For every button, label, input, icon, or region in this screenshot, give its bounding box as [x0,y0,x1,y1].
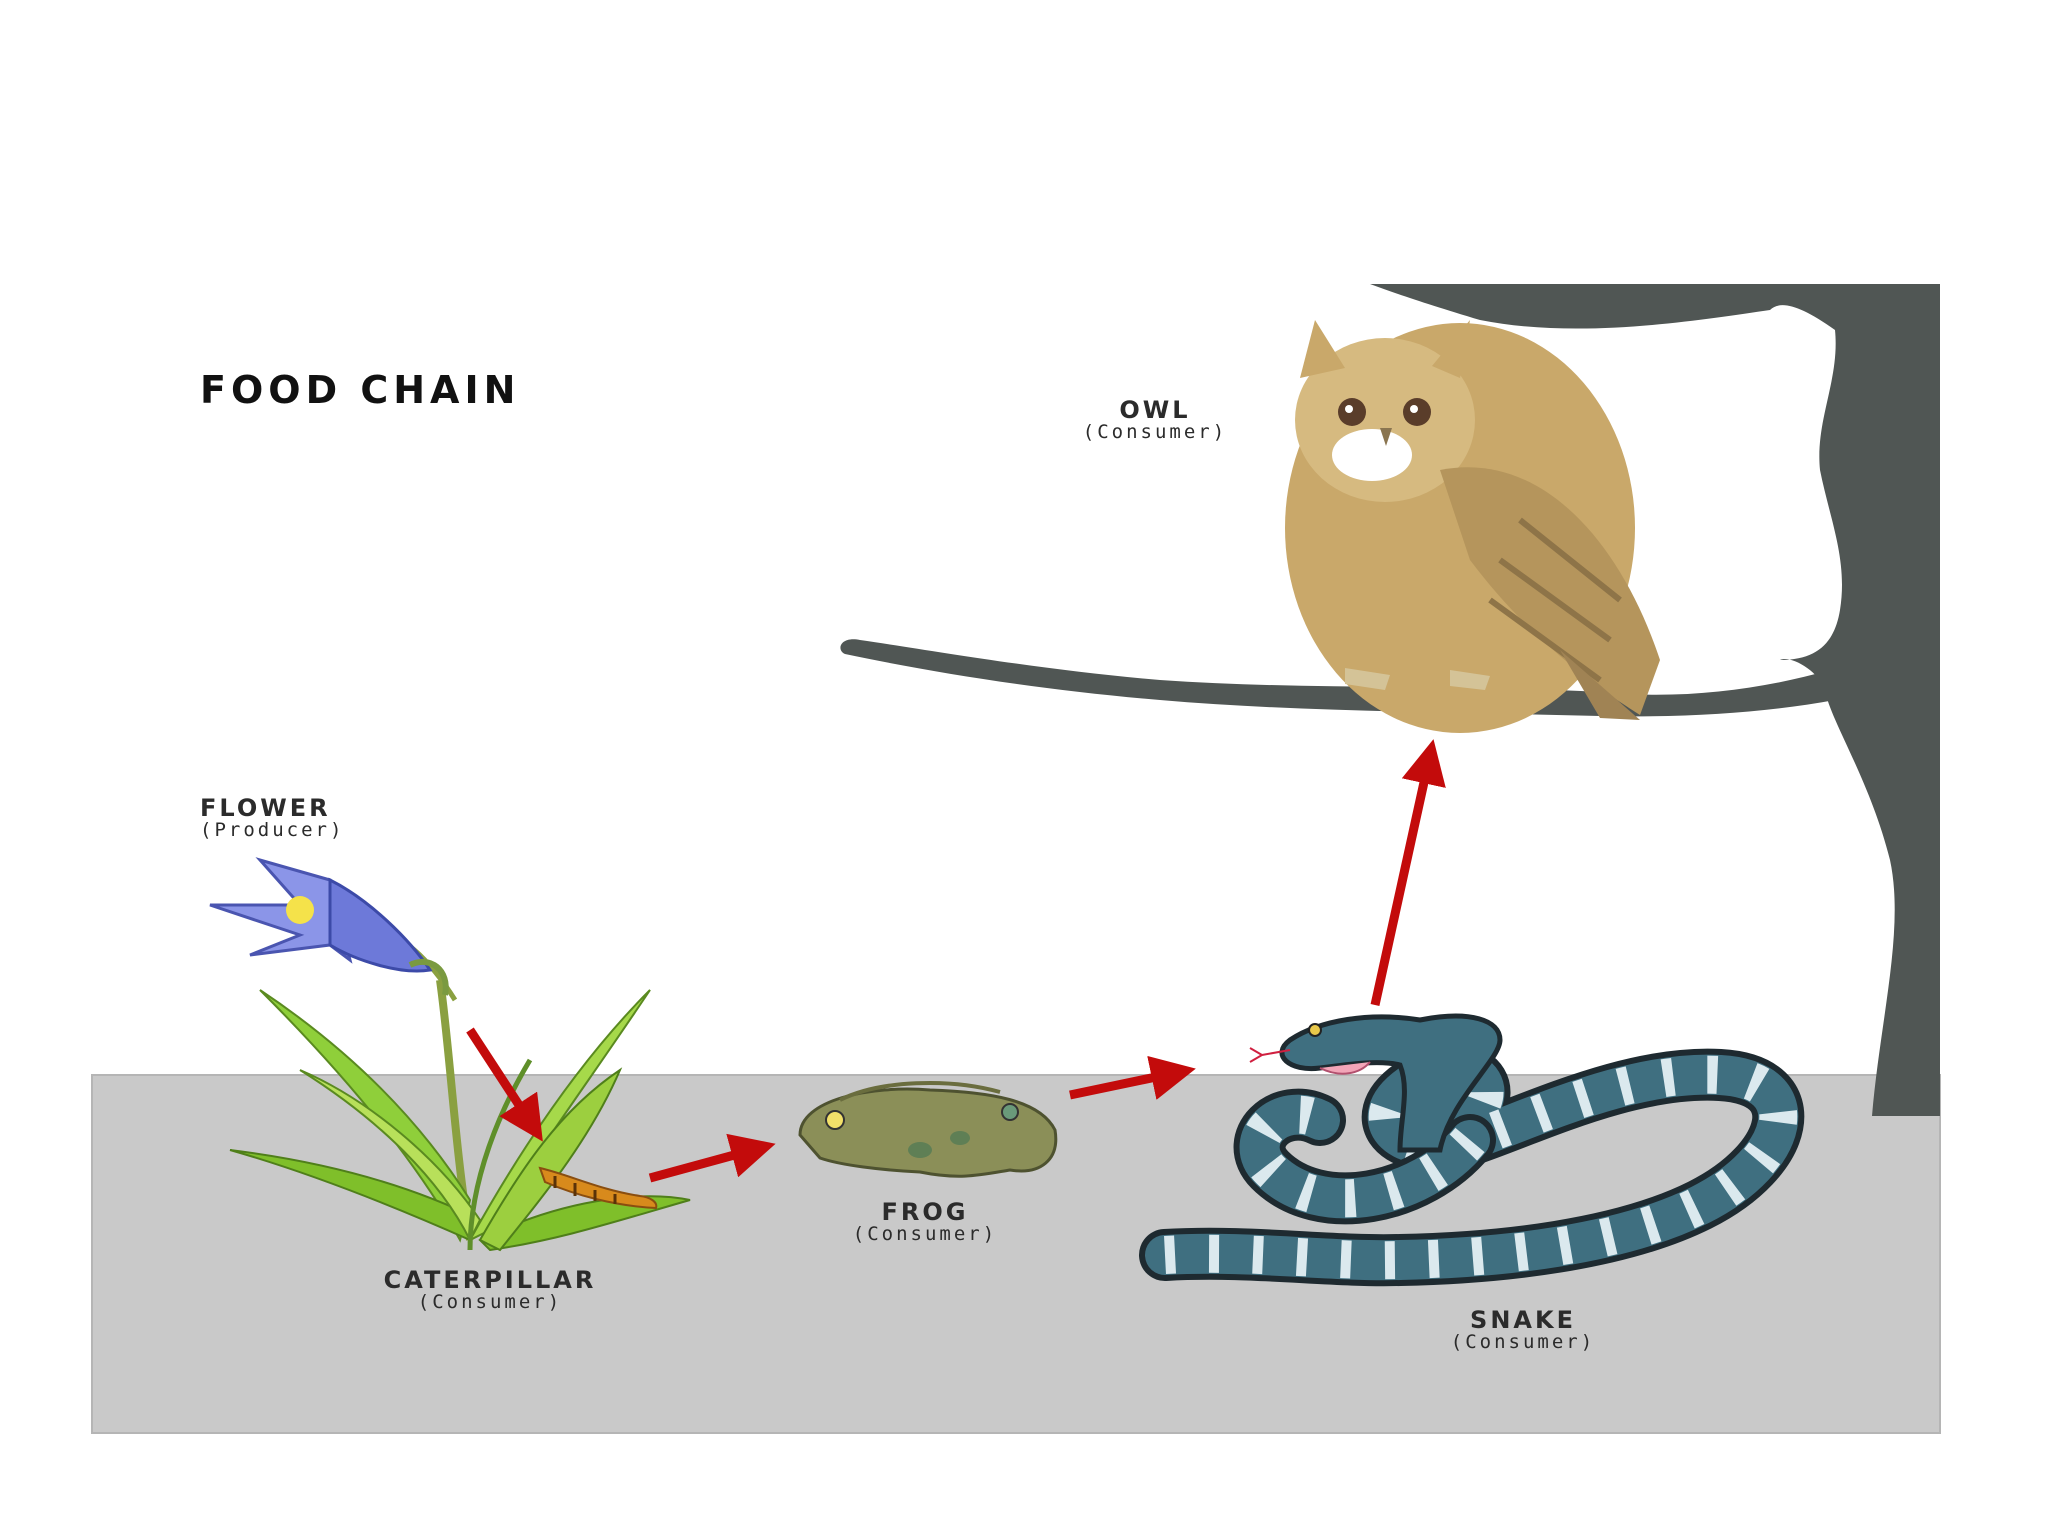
arrow-frog-to-snake [1069,1055,1196,1100]
arrow-flower-to-caterpillar [466,1027,543,1142]
tree-illustration [840,284,1940,1116]
frog-role: (Consumer) [852,1223,998,1246]
caterpillar-name: CATERPILLAR [383,1266,597,1294]
arrow-caterpillar-to-frog [648,1133,776,1183]
frog-name: FROG [881,1198,969,1226]
arrow-snake-to-owl [1370,739,1446,1006]
flower-label: FLOWER (Producer) [200,794,440,842]
caterpillar-label: CATERPILLAR (Consumer) [300,1266,680,1314]
flower-illustration [209,857,691,1252]
snake-illustration [1139,1013,1805,1287]
owl-illustration [1285,320,1660,733]
snake-name: SNAKE [1470,1306,1576,1334]
caterpillar-illustration [538,1166,658,1210]
flower-name: FLOWER [200,794,331,822]
snake-label: SNAKE (Consumer) [1408,1306,1638,1354]
diagram-title: FOOD CHAIN [200,368,521,412]
flower-role: (Producer) [200,819,345,842]
frog-illustration [798,1081,1058,1178]
owl-name: OWL [1119,396,1191,424]
owl-label: OWL (Consumer) [1040,396,1270,444]
caterpillar-role: (Consumer) [417,1291,563,1314]
frog-label: FROG (Consumer) [810,1198,1040,1246]
snake-role: (Consumer) [1450,1331,1596,1354]
energy-flow-arrows [466,739,1446,1183]
owl-role: (Consumer) [1082,421,1228,444]
